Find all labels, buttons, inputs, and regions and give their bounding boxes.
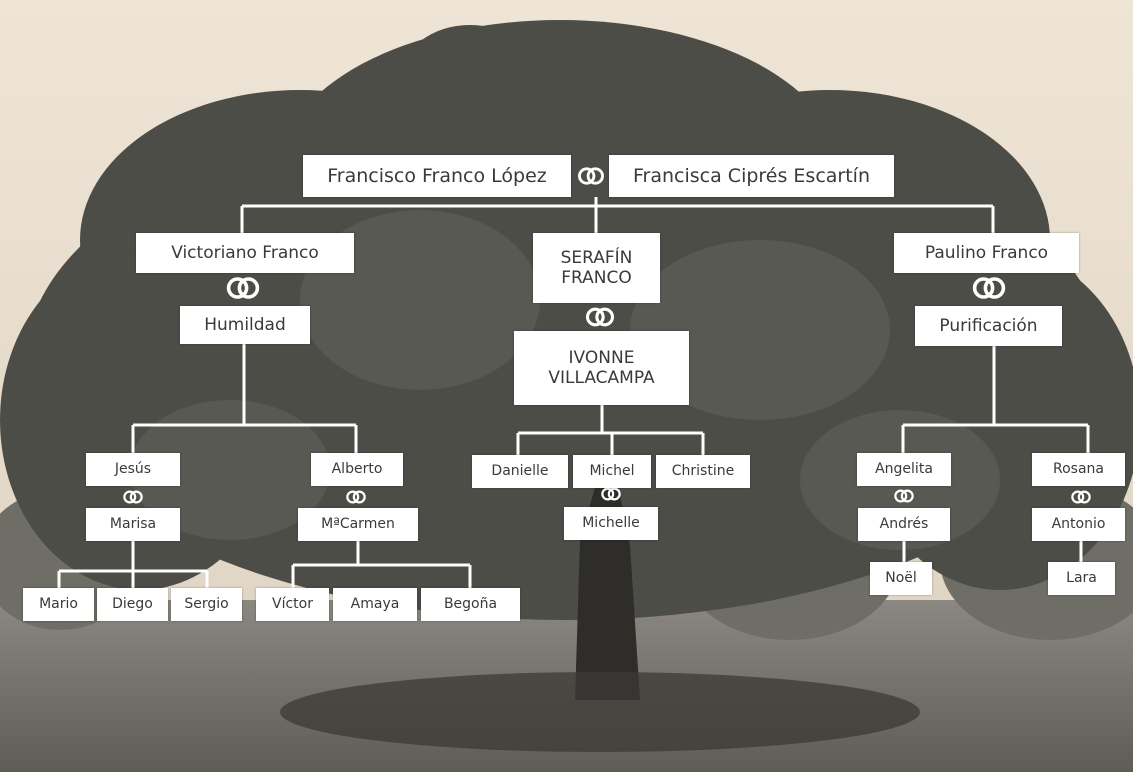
person-antonio: Antonio	[1032, 508, 1125, 541]
person-michelle: Michelle	[564, 507, 658, 540]
person-michel: Michel	[573, 455, 651, 488]
person-sergio: Sergio	[171, 588, 242, 621]
person-angelita: Angelita	[857, 453, 951, 486]
interlocking-rings-icon	[585, 307, 615, 327]
person-serafin: SERAFÍN FRANCO	[533, 233, 660, 303]
interlocking-rings-icon	[123, 490, 143, 504]
person-marisa: Marisa	[86, 508, 180, 541]
person-noel: Noël	[870, 562, 932, 595]
founder-husband: Francisco Franco López	[303, 155, 571, 197]
person-danielle: Danielle	[472, 455, 568, 488]
person-victor: Víctor	[256, 588, 329, 621]
person-paulino: Paulino Franco	[894, 233, 1079, 273]
person-alberto: Alberto	[311, 453, 403, 486]
interlocking-rings-icon	[346, 490, 366, 504]
interlocking-rings-icon	[601, 487, 621, 501]
person-victoriano: Victoriano Franco	[136, 233, 354, 273]
interlocking-rings-icon	[972, 277, 1006, 299]
person-christine: Christine	[656, 455, 750, 488]
interlocking-rings-icon	[1071, 490, 1091, 504]
interlocking-rings-icon	[578, 167, 604, 185]
person-lara: Lara	[1048, 562, 1115, 595]
ground-shadow	[280, 672, 920, 752]
founder-wife: Francisca Ciprés Escartín	[609, 155, 894, 197]
person-mario: Mario	[23, 588, 94, 621]
person-rosana: Rosana	[1032, 453, 1125, 486]
person-mcarmen: MªCarmen	[298, 508, 418, 541]
person-andres: Andrés	[858, 508, 950, 541]
person-amaya: Amaya	[333, 588, 417, 621]
person-diego: Diego	[97, 588, 168, 621]
person-begona: Begoña	[421, 588, 520, 621]
person-jesus: Jesús	[86, 453, 180, 486]
person-humildad: Humildad	[180, 306, 310, 344]
person-ivonne: IVONNE VILLACAMPA	[514, 331, 689, 405]
interlocking-rings-icon	[226, 277, 260, 299]
interlocking-rings-icon	[894, 489, 914, 503]
person-purificacion: Purificación	[915, 306, 1062, 346]
